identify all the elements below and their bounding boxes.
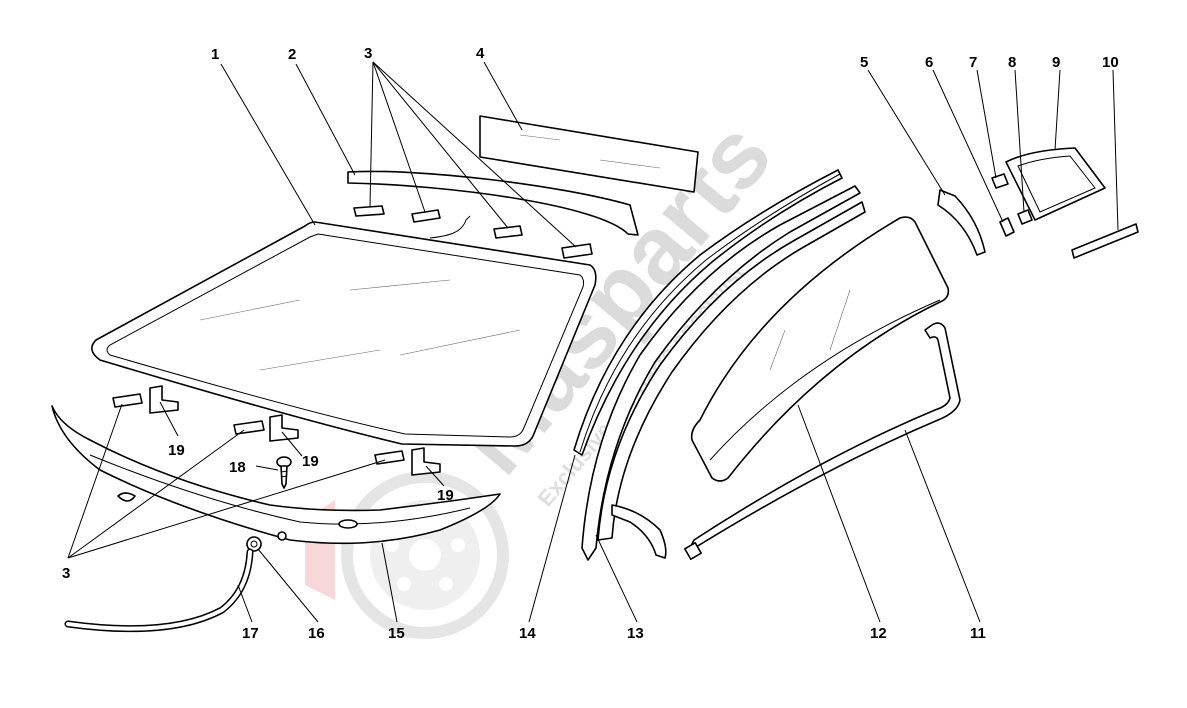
part-4-rear-panel bbox=[479, 115, 699, 193]
part-11-frame-seal bbox=[684, 322, 961, 560]
part-15-cowl-panel bbox=[51, 405, 501, 545]
callout-1: 1 bbox=[211, 46, 219, 63]
callout-3-top: 3 bbox=[364, 45, 372, 62]
part-12-side-glass bbox=[690, 216, 950, 482]
part-3-upper-pads bbox=[353, 205, 593, 259]
callout-7: 7 bbox=[969, 54, 977, 71]
callout-19-middle: 19 bbox=[302, 453, 319, 470]
part-6-pad bbox=[999, 217, 1015, 237]
part-5-trim-piece bbox=[937, 189, 986, 256]
leader-lines bbox=[67, 61, 1119, 623]
callout-18: 18 bbox=[229, 459, 246, 476]
part-8-pad bbox=[1017, 209, 1033, 225]
part-10-strip bbox=[1071, 223, 1139, 259]
part-13-inner-seal bbox=[581, 185, 866, 561]
callout-6: 6 bbox=[925, 54, 933, 71]
part-1-windscreen bbox=[91, 221, 597, 447]
part-19-brackets bbox=[149, 385, 441, 476]
part-16-clip bbox=[246, 536, 262, 552]
part-2-upper-moulding bbox=[347, 170, 639, 236]
callout-14: 14 bbox=[519, 625, 536, 642]
callout-numbers: 1 2 3 4 5 6 7 8 9 10 11 12 13 14 15 16 1… bbox=[62, 45, 1119, 642]
part-18-screw bbox=[276, 456, 292, 489]
callout-2: 2 bbox=[288, 46, 296, 63]
part-7-pad bbox=[991, 173, 1009, 189]
part-17-hose bbox=[64, 548, 254, 633]
callout-19-right: 19 bbox=[437, 487, 454, 504]
callout-13: 13 bbox=[627, 625, 644, 642]
part-9-quarter-glass bbox=[1005, 147, 1106, 221]
callout-16: 16 bbox=[308, 625, 325, 642]
callout-8: 8 bbox=[1008, 54, 1016, 71]
callout-3-bottom: 3 bbox=[62, 565, 70, 582]
callout-11: 11 bbox=[970, 625, 986, 642]
callout-9: 9 bbox=[1052, 54, 1060, 71]
callout-10: 10 bbox=[1102, 54, 1119, 71]
callout-19-left: 19 bbox=[168, 442, 185, 459]
callout-17: 17 bbox=[242, 625, 259, 642]
part-14-outer-seal bbox=[573, 169, 843, 456]
callout-12: 12 bbox=[870, 625, 887, 642]
callout-5: 5 bbox=[860, 54, 868, 71]
callout-4: 4 bbox=[476, 45, 485, 62]
callout-15: 15 bbox=[388, 625, 405, 642]
